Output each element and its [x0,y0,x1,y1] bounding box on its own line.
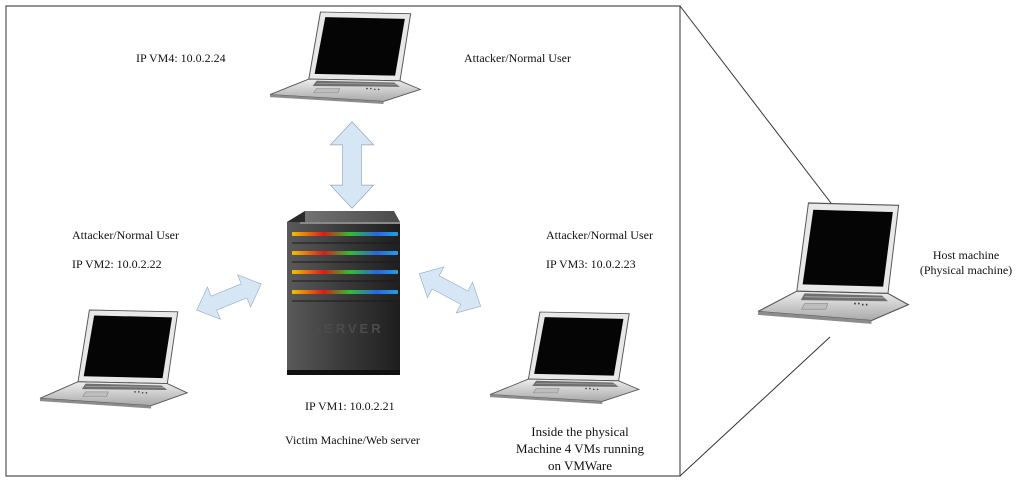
vm4-role-label: Attacker/Normal User [464,51,571,65]
vm4-ip-label: IP VM4: 10.0.2.24 [136,51,226,65]
host-machine-label: Host machine (Physical machine) [906,248,1020,278]
inside-note-line2: Machine 4 VMs running [516,441,644,456]
inside-physical-note: Inside the physical Machine 4 VMs runnin… [500,423,660,474]
laptop-vm4-icon [269,11,421,105]
laptop-vm3-icon [489,311,640,405]
vm1-role-label: Victim Machine/Web server [285,433,420,447]
host-label-line1: Host machine [932,248,1000,262]
arrow-vm2-server-icon [189,267,269,327]
server-tower-icon: SERVER [287,211,400,375]
vm3-ip-label: IP VM3: 10.0.2.23 [546,257,636,271]
laptop-vm2-icon [39,309,188,409]
vm3-role-label: Attacker/Normal User [546,228,653,242]
vm2-ip-label: IP VM2: 10.0.2.22 [72,257,162,271]
laptop-host-icon [757,202,909,325]
zoom-line-top [679,5,835,208]
server-case-text: SERVER [312,321,383,336]
host-label-line2: (Physical machine) [919,263,1013,277]
vm2-role-label: Attacker/Normal User [72,228,179,242]
inside-note-line3: on VMWare [547,458,613,473]
vm1-ip-label: IP VM1: 10.0.2.21 [305,399,395,413]
inside-note-line1: Inside the physical [531,424,629,439]
arrow-vm3-server-icon [410,258,490,322]
arrow-vm4-server-icon [330,121,374,209]
zoom-line-bottom [679,336,831,477]
